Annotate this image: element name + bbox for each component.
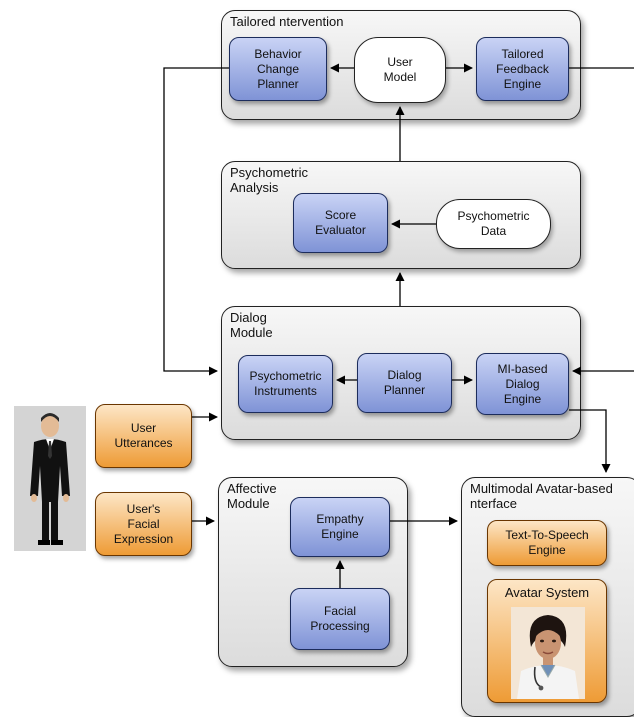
user-model: User Model bbox=[354, 37, 446, 103]
mi-based-dialog-engine: MI-based Dialog Engine bbox=[476, 353, 569, 415]
psychometric-instruments: Psychometric Instruments bbox=[238, 355, 333, 413]
tailored-feedback-engine: Tailored Feedback Engine bbox=[476, 37, 569, 101]
empathy-engine: Empathy Engine bbox=[290, 497, 390, 557]
behavior-change-planner: Behavior Change Planner bbox=[229, 37, 327, 101]
psychometric-data: Psychometric Data bbox=[436, 199, 551, 249]
text-to-speech-engine: Text-To-Speech Engine bbox=[487, 520, 607, 566]
score-evaluator: Score Evaluator bbox=[293, 193, 388, 253]
user-utterances: User Utterances bbox=[95, 404, 192, 468]
tailored-intervention-title: Tailored ntervention bbox=[230, 14, 344, 29]
facial-processing: Facial Processing bbox=[290, 588, 390, 650]
avatar-interface-title: Multimodal Avatar-based nterface bbox=[470, 481, 613, 511]
psychometric-analysis-title: Psychometric Analysis bbox=[230, 165, 309, 195]
avatar-doctor-image bbox=[511, 607, 585, 699]
users-facial-expression: User's Facial Expression bbox=[95, 492, 192, 556]
affective-module-title: Affective Module bbox=[227, 481, 277, 511]
dialog-module-title: Dialog Module bbox=[230, 310, 273, 340]
avatar-system-label: Avatar System bbox=[504, 585, 590, 600]
user-figure-illustration bbox=[14, 406, 86, 551]
avatar-system-panel: Avatar System bbox=[487, 579, 607, 703]
dialog-planner: Dialog Planner bbox=[357, 353, 452, 413]
